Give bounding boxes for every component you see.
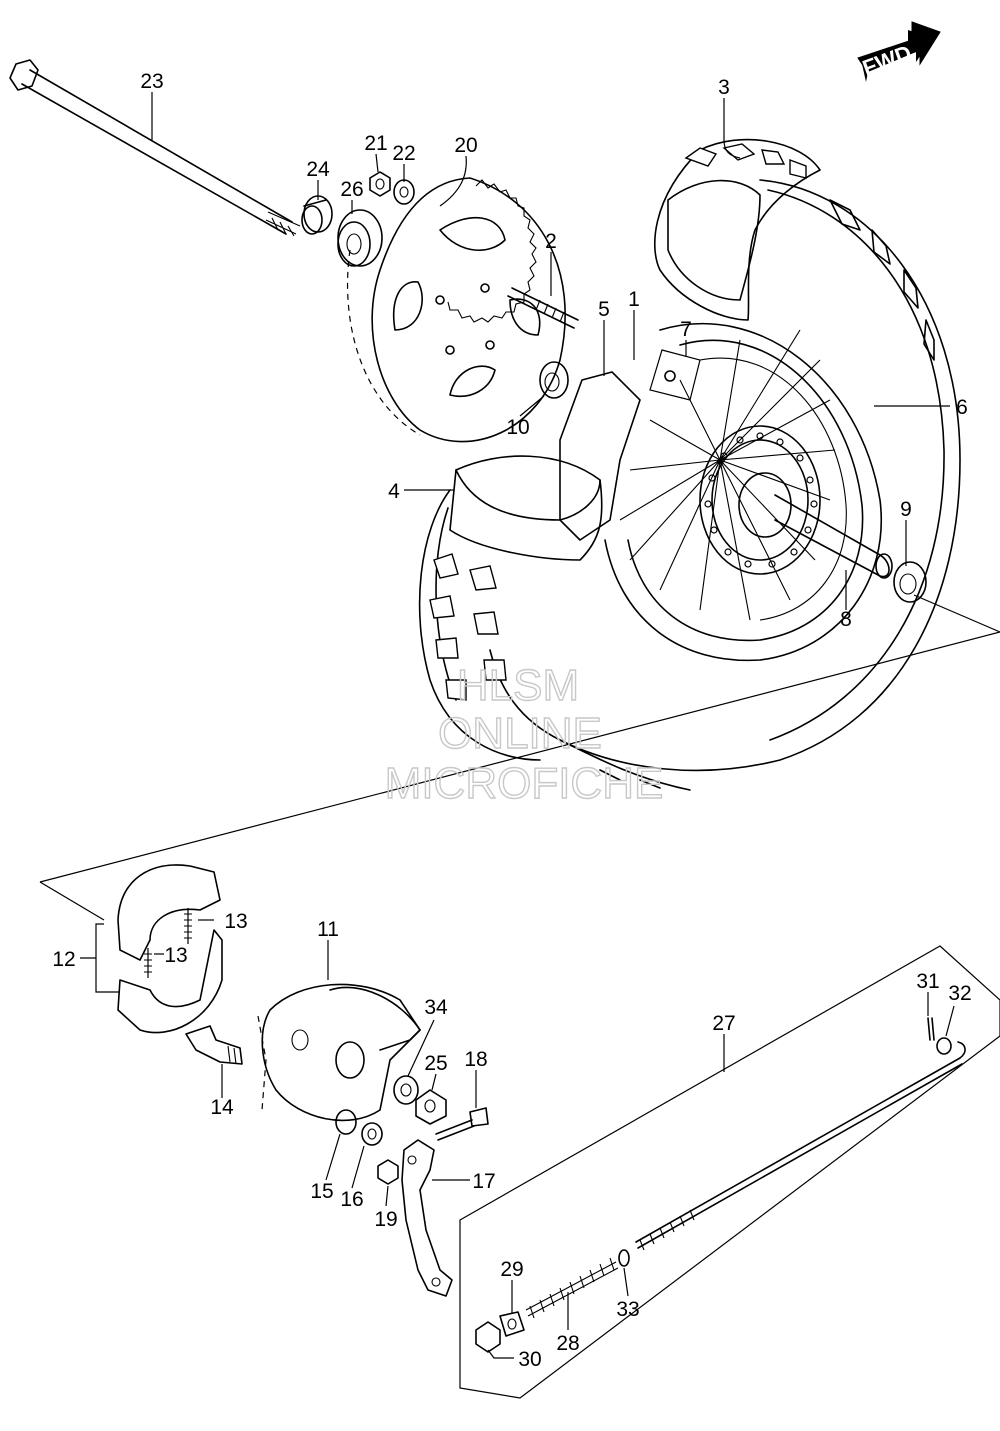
callout-14: 14 [210, 1096, 234, 1119]
leader-lines [80, 92, 955, 1359]
callout-1: 1 [628, 288, 640, 311]
callout-11: 11 [317, 918, 339, 941]
callout-labels: 23 24 26 21 22 20 2 5 1 7 3 6 9 8 10 4 1… [52, 70, 971, 1371]
brake-camshaft-part [185, 1025, 243, 1065]
rim-part [604, 322, 882, 662]
washer-part-22 [393, 179, 415, 205]
rear-tire-part [418, 489, 541, 761]
callout-3: 3 [718, 76, 730, 99]
callout-17: 17 [472, 1170, 495, 1193]
washer-part-32 [936, 1037, 952, 1055]
o-ring-part-15 [335, 1109, 357, 1135]
brake-rod-part [635, 1041, 966, 1251]
callout-7: 7 [680, 318, 692, 341]
stud-bolt-part [507, 287, 579, 329]
bearing-part-26 [337, 209, 383, 267]
sprocket-part [347, 177, 566, 443]
washer-part-33 [618, 1249, 630, 1267]
callout-33: 33 [616, 1298, 639, 1321]
bearing-part-10 [539, 361, 569, 399]
callout-34: 34 [424, 996, 448, 1019]
callout-9: 9 [900, 498, 912, 521]
washer-part-16 [361, 1122, 383, 1146]
brake-shoe-part [117, 864, 223, 1034]
fwd-arrow-icon: FWD [857, 21, 941, 82]
callout-18: 18 [464, 1048, 487, 1071]
callout-12: 12 [52, 948, 75, 971]
oil-seal-part [893, 561, 927, 603]
nut-part-21 [369, 171, 391, 197]
callout-29: 29 [500, 1258, 523, 1281]
callout-23: 23 [140, 70, 163, 93]
projection-lines [39, 594, 1000, 921]
cotter-pin-part-31 [927, 1017, 935, 1041]
callout-22: 22 [392, 142, 415, 165]
fwd-label: FWD [859, 40, 915, 81]
nut-part-30 [475, 1321, 501, 1353]
callout-6: 6 [956, 396, 968, 419]
callout-28: 28 [556, 1332, 579, 1355]
callout-2: 2 [545, 230, 557, 253]
spring-part-13b [144, 948, 152, 978]
brake-rod-panel [459, 945, 1000, 1399]
callout-20: 20 [454, 134, 477, 157]
callout-5: 5 [598, 298, 610, 321]
callout-24: 24 [306, 158, 330, 181]
callout-31: 31 [916, 970, 939, 993]
nut-part-19 [377, 1159, 399, 1185]
callout-32: 32 [948, 982, 971, 1005]
callout-15: 15 [310, 1180, 333, 1203]
tire-part [489, 179, 961, 791]
callout-27: 27 [712, 1012, 735, 1035]
axle-part [9, 59, 301, 237]
collar-part [301, 195, 333, 235]
callout-26: 26 [340, 178, 363, 201]
hub-part [699, 425, 821, 575]
watermark: HLSM ONLINE MICROFICHE [384, 660, 664, 808]
callout-16: 16 [340, 1188, 363, 1211]
spring-part-13a [184, 908, 192, 944]
brake-panel-part [257, 983, 421, 1122]
brake-panel-holder-part [449, 371, 641, 561]
bolt-part-18 [435, 1107, 489, 1141]
callout-19: 19 [374, 1208, 397, 1231]
brake-cam-lever-part [401, 1139, 453, 1297]
watermark-line-2: ONLINE [438, 709, 602, 758]
callout-13-lower: 13 [164, 944, 187, 967]
bolt-part-7 [649, 349, 701, 401]
callout-10: 10 [506, 416, 529, 439]
watermark-line-3: MICROFICHE [385, 759, 664, 808]
callout-21: 21 [364, 132, 387, 155]
spring-part-28 [525, 1257, 619, 1319]
nut-part-25 [415, 1089, 447, 1125]
joint-part-29 [499, 1311, 525, 1337]
spacer-part [774, 494, 893, 579]
callout-25: 25 [424, 1052, 447, 1075]
washer-part-34 [393, 1075, 419, 1105]
callout-13-upper: 13 [224, 910, 247, 933]
callout-8: 8 [840, 608, 852, 631]
tube-part [654, 138, 821, 321]
watermark-line-1: HLSM [457, 661, 579, 710]
callout-30: 30 [518, 1348, 541, 1371]
callout-4: 4 [388, 480, 400, 503]
